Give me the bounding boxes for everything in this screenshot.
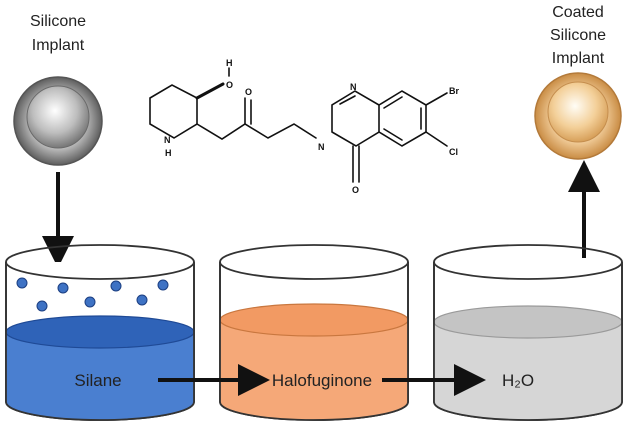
coated-implant-icon (534, 72, 622, 160)
molecule-atom-labels: H O N H O N N O Br Cl (164, 58, 459, 195)
silane-particle (16, 277, 28, 289)
silane-particle (136, 294, 148, 306)
beaker-water: H₂O (433, 244, 623, 421)
atom-hydroxyl-h: H (226, 58, 233, 68)
atom-ring-n-mid: N (318, 142, 325, 152)
silane-particle (57, 282, 69, 294)
start-label-line2: Implant (32, 37, 85, 54)
beaker-label-water: H₂O (502, 371, 534, 390)
atom-chloro: Cl (449, 147, 458, 157)
atom-ring-n-top: N (350, 82, 357, 92)
atom-amine-n: N (164, 135, 171, 145)
end-label-line2: Silicone (550, 27, 606, 44)
beaker-label-halofuginone: Halofuginone (272, 371, 372, 390)
silane-particle (84, 296, 96, 308)
beaker-label-silane: Silane (74, 371, 121, 390)
end-label-line1: Coated (552, 4, 604, 21)
start-label-line1: Silicone (30, 13, 86, 30)
atom-amine-h: H (165, 148, 172, 158)
beaker-halofuginone: Halofuginone (219, 244, 409, 421)
silane-particle (157, 279, 169, 291)
atom-hydroxyl-o: O (226, 80, 233, 90)
halofuginone-structure (149, 67, 448, 183)
silane-particle (110, 280, 122, 292)
atom-carbonyl-o: O (352, 185, 359, 195)
silane-particle (36, 300, 48, 312)
liquid-silane (6, 332, 194, 420)
silane-particles (16, 277, 169, 312)
atom-keto-o: O (245, 87, 252, 97)
uncoated-implant-icon (13, 76, 103, 166)
beaker-silane: Silane (5, 244, 195, 421)
end-label-line3: Implant (552, 50, 605, 67)
atom-bromo: Br (449, 86, 459, 96)
